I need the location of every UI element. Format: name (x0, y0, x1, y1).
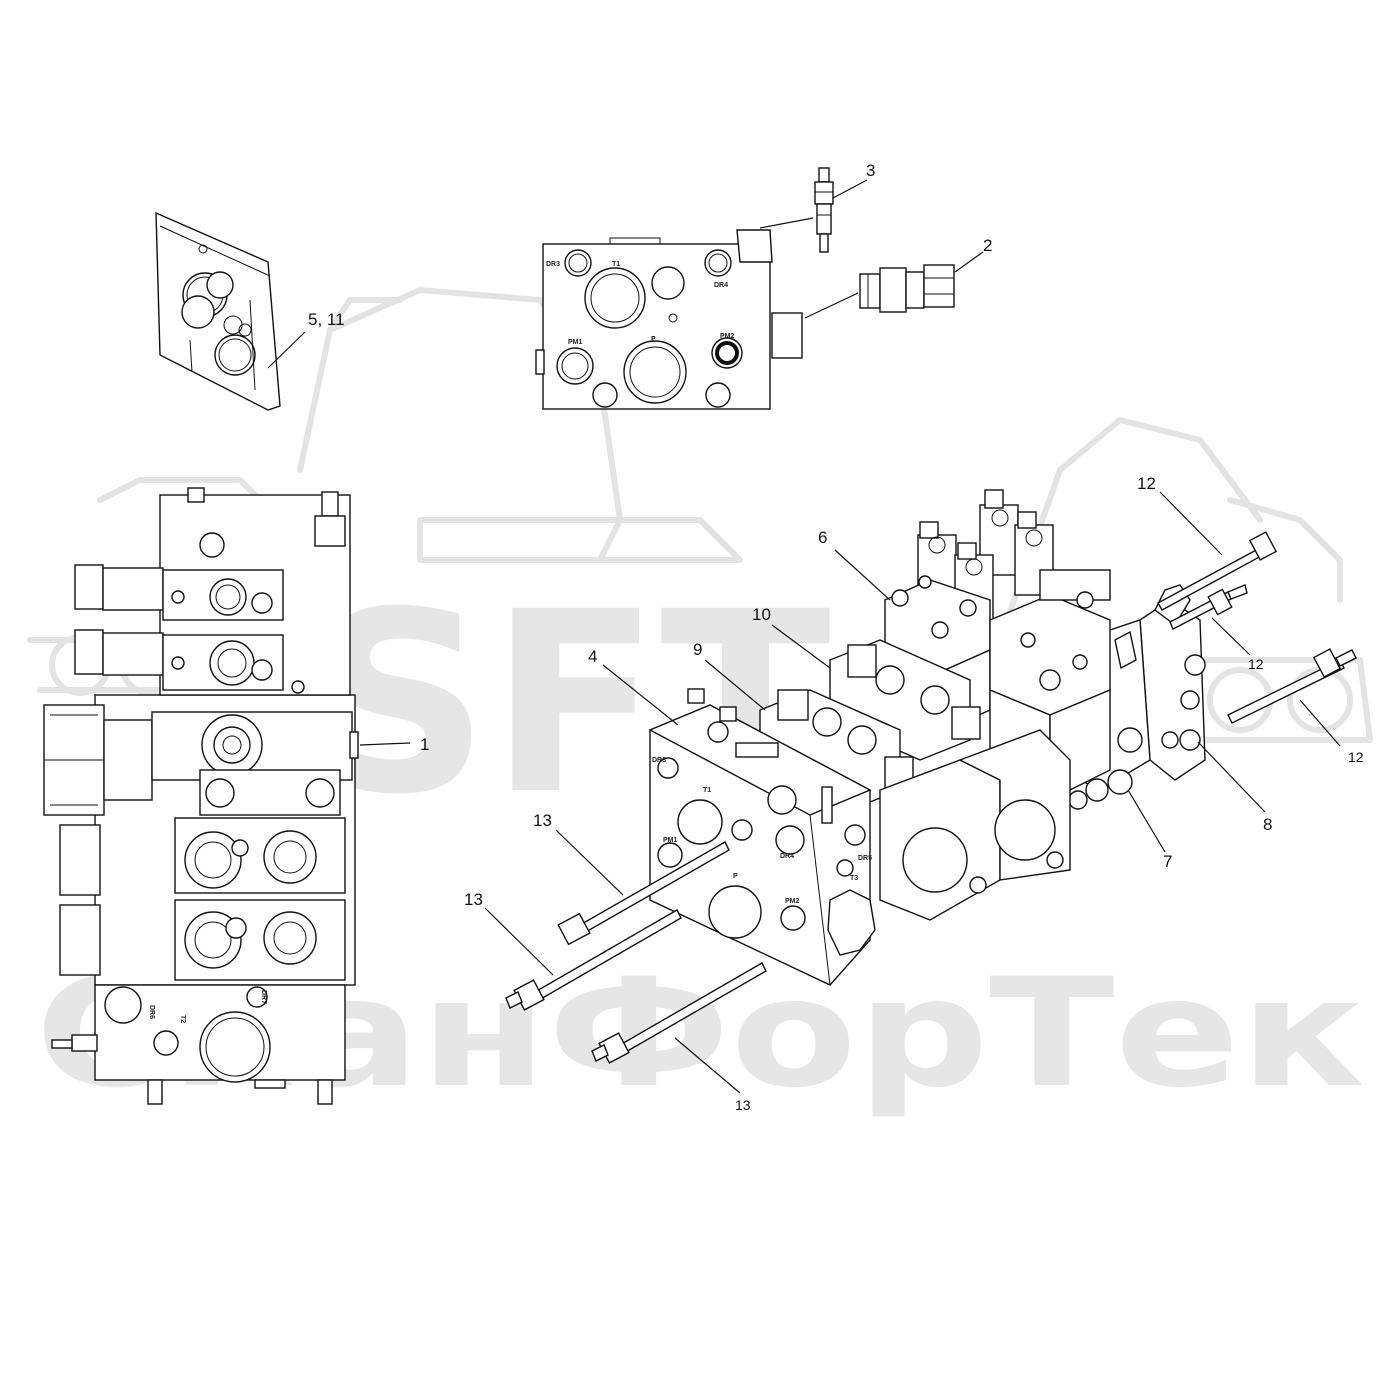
iso-port-label-p: P (733, 873, 738, 880)
port-label-p: P (651, 336, 656, 343)
seal-kit-bag (155, 211, 281, 411)
port-label-pm2: PM2 (720, 333, 735, 340)
port-label-t1: T1 (612, 261, 620, 268)
iso-port-label-dr5: DR5 (858, 855, 872, 862)
callout-8: 8 (1263, 815, 1272, 834)
callout-6: 6 (818, 528, 827, 547)
tie-rod-13c (591, 962, 767, 1064)
isometric-valve-assembly: DR3 T1 PM1 DR4 P PM2 DR5 T3 (648, 489, 1206, 986)
iso-port-label-dr3: DR3 (652, 757, 666, 764)
port-label-dr4: DR4 (714, 282, 728, 289)
relief-valve-2 (859, 264, 955, 313)
cartridge-valve-3 (814, 167, 834, 253)
tie-rod-13a (557, 841, 730, 946)
iso-port-label-pm1: PM1 (663, 837, 678, 844)
port-label-dr6: DR6 (148, 1005, 155, 1019)
callout-13-a: 13 (533, 811, 552, 830)
callout-12-b: 12 (1248, 656, 1264, 672)
port-label-dr3: DR3 (546, 261, 560, 268)
iso-port-label-dr4: DR4 (780, 853, 794, 860)
section-4: DR3 T1 PM1 DR4 P PM2 DR5 T3 (648, 688, 876, 986)
callout-12-a: 12 (1137, 474, 1156, 493)
callout-10: 10 (752, 605, 771, 624)
callout-5-11: 5, 11 (308, 310, 345, 329)
rear-section-8 (1139, 584, 1206, 781)
port-label-t2: T2 (179, 1015, 186, 1023)
side-view-valve: DR6 T2 DR7 (43, 487, 359, 1105)
port-label-pm1: PM1 (568, 339, 583, 346)
tie-rods-12 (1157, 531, 1357, 724)
iso-port-label-t1: T1 (703, 787, 711, 794)
callout-13-c: 13 (735, 1097, 751, 1113)
end-housing (879, 729, 1071, 921)
tie-rod-13b (505, 909, 682, 1011)
callout-1: 1 (420, 735, 429, 754)
callout-3: 3 (866, 161, 875, 180)
callout-9: 9 (693, 640, 702, 659)
callout-labels: 3 2 5, 11 1 4 6 9 10 12 12 12 8 7 13 13 … (308, 161, 1364, 1113)
iso-port-label-t3: T3 (850, 875, 858, 882)
tie-rod-12a (1157, 531, 1278, 611)
leader-lines (267, 179, 1341, 1094)
port-label-dr7: DR7 (260, 990, 267, 1004)
callout-13-b: 13 (464, 890, 483, 909)
callout-4: 4 (588, 647, 597, 666)
tie-rods-13 (505, 841, 767, 1064)
iso-port-label-pm2: PM2 (785, 898, 800, 905)
callout-7: 7 (1163, 852, 1172, 871)
callout-12-c: 12 (1348, 749, 1364, 765)
inlet-cover: DR3 T1 DR4 PM1 P PM2 (535, 229, 803, 410)
tie-rod-12b (1169, 584, 1248, 630)
tie-rod-12c (1227, 648, 1357, 724)
callout-2: 2 (983, 236, 992, 255)
